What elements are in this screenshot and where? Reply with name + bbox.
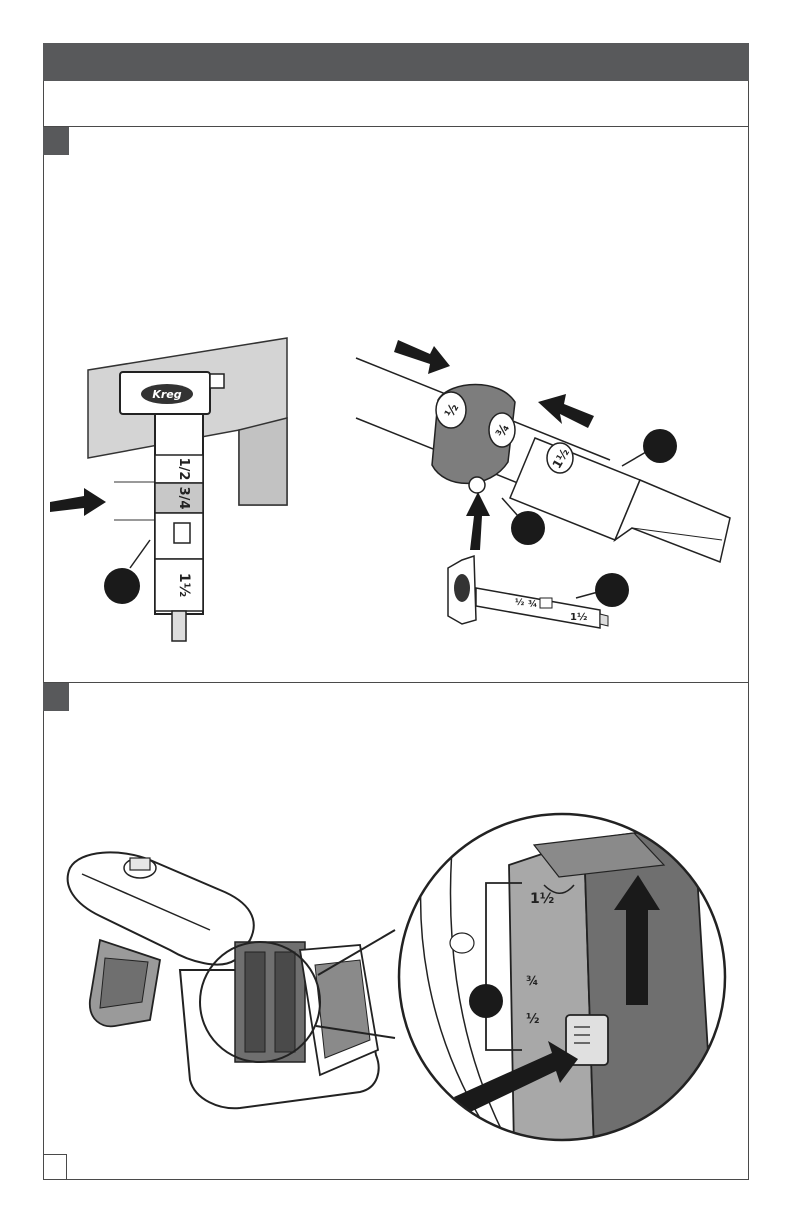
small-gauge-pocket-icon: [540, 598, 552, 608]
callout-marker: [469, 984, 503, 1018]
clamp-pad-texture: [315, 960, 370, 1058]
gauge-label-one-half: 1½: [176, 573, 192, 597]
page-number-box: [43, 1154, 67, 1180]
gauge-label-half: 1/2: [176, 458, 191, 481]
small-gauge-label-half: ½: [515, 597, 524, 608]
step-number-box-1: [43, 127, 69, 155]
arrow-icon-top-right: [538, 394, 594, 428]
callout-leader: [130, 540, 150, 568]
arrow-icon-bottom: [466, 492, 490, 550]
board-edge: [239, 418, 287, 505]
depth-gauge-illustration: Kreg 1/2 3/4 1½: [44, 330, 294, 650]
small-gauge-label-one-half: 1½: [570, 612, 587, 623]
callout-marker: [104, 568, 140, 604]
callout-marker: [643, 429, 677, 463]
gauge-pocket-icon: [174, 523, 190, 543]
screw-head-icon: [450, 933, 474, 953]
callout-leader: [622, 452, 646, 466]
gauge-handle-pin: [210, 374, 224, 388]
small-gauge-logo: [454, 574, 470, 602]
drill-guide-channel: [275, 952, 295, 1052]
arrow-icon-top-left: [394, 340, 450, 374]
jig-label-one-half: 1½: [530, 891, 554, 907]
guide-face: [509, 840, 594, 1150]
jig-label-three-quarter: ¾: [526, 974, 538, 988]
small-gauge-label-three-quarter: ¾: [528, 600, 537, 610]
small-gauge-tip: [600, 614, 608, 626]
clamp-knob-top: [130, 858, 150, 870]
jig-label-half: ½: [526, 1012, 539, 1027]
section-divider: [43, 682, 749, 683]
gauge-label-three-quarter: 3/4: [176, 487, 191, 510]
callout-leader: [576, 592, 598, 598]
push-arrow-icon: [50, 488, 106, 516]
guide-side: [584, 825, 714, 1150]
gauge-tip: [172, 611, 186, 641]
grip-texture: [100, 958, 148, 1008]
step-number-box-2: [43, 683, 69, 711]
section-subtitle-strip: [43, 81, 749, 127]
kreg-logo-text: Kreg: [152, 388, 181, 401]
callout-marker: [511, 511, 545, 545]
pocket-hole-jig-illustration: [60, 830, 390, 1140]
collar-set-screw: [469, 477, 485, 493]
drill-bit-collar-illustration: 1½ ½ ¾ ½ ¾ 1½: [350, 330, 745, 660]
callout-marker: [595, 573, 629, 607]
section-title-bar: [43, 43, 749, 81]
drill-guide-channel: [245, 952, 265, 1052]
magnified-detail-illustration: 1½ ¾ ½: [394, 805, 734, 1150]
